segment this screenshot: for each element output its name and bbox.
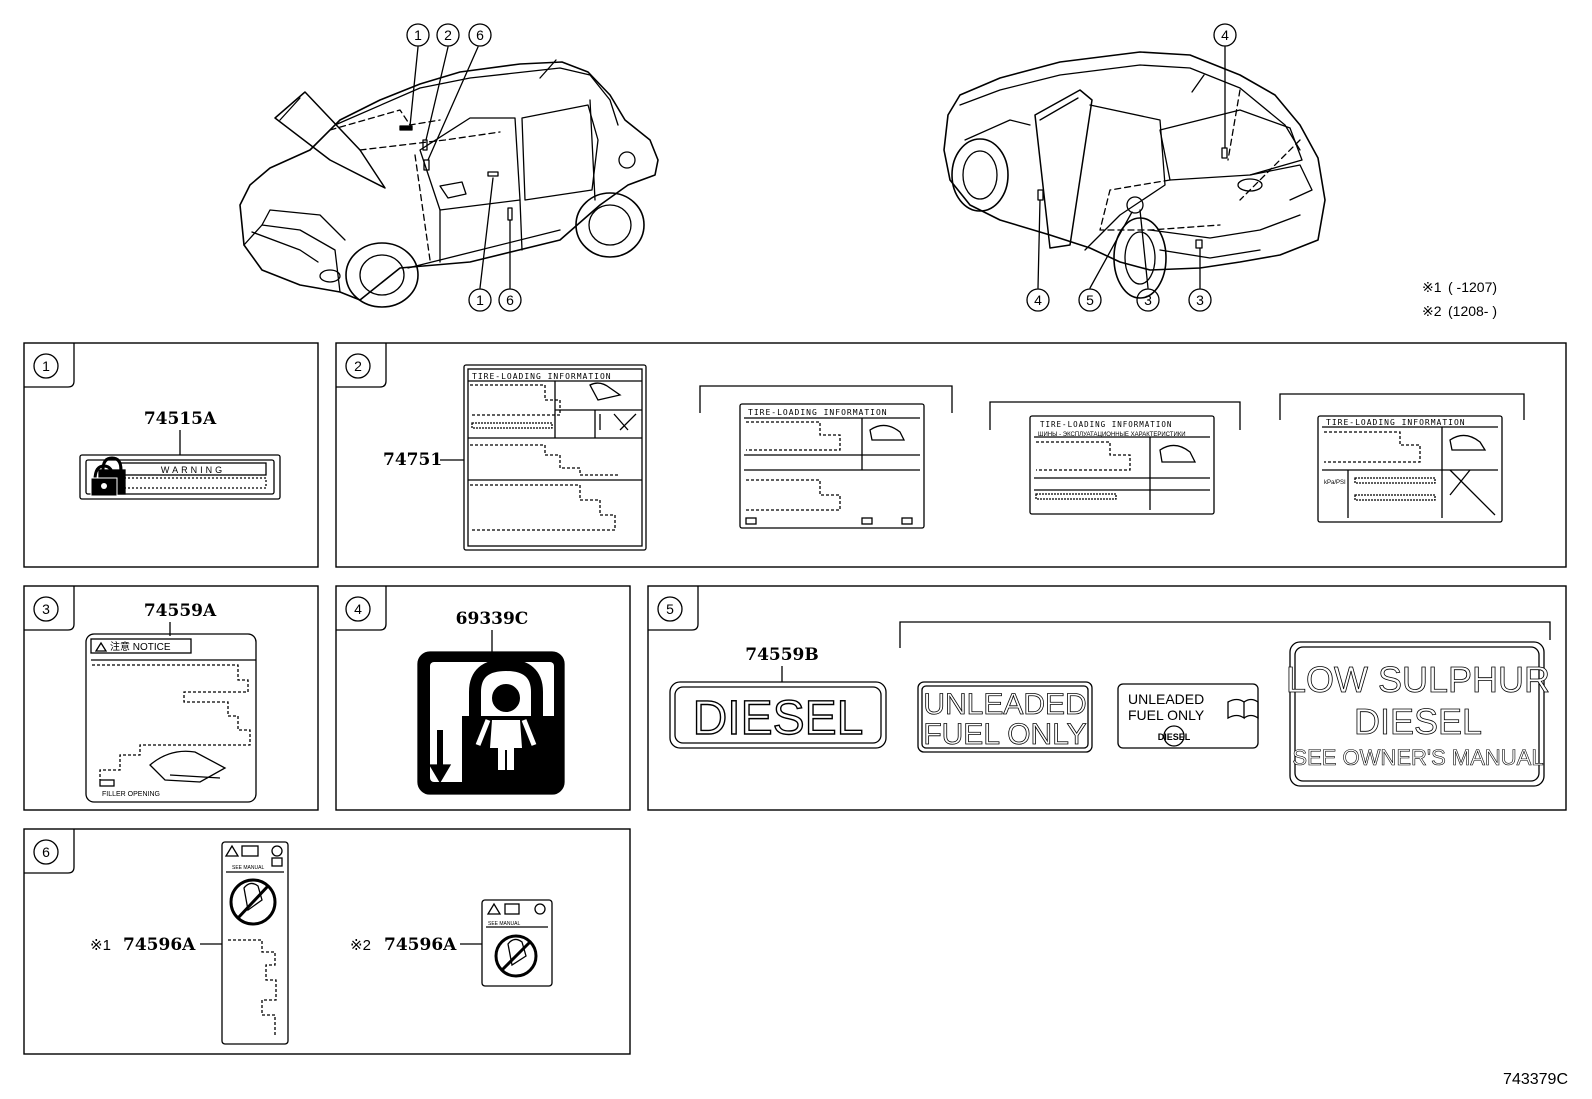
panel-4-number: 4: [354, 601, 362, 617]
unleaded-small-diesel: DIESEL: [1158, 732, 1191, 742]
panel-1-number: 1: [42, 358, 50, 374]
panel-5-frame: [647, 585, 1567, 811]
warning-sticker-text: WARNING: [161, 465, 225, 475]
panel-6-frame: [23, 828, 631, 1055]
low-sulphur-line1: LOW SULPHUR: [1286, 659, 1550, 700]
low-sulphur-line3: SEE OWNER'S MANUAL: [1292, 745, 1543, 770]
diagram-id: 743379C: [1503, 1071, 1568, 1088]
rear-view-callouts: [1026, 23, 1237, 312]
panel-3-number: 3: [42, 601, 50, 617]
panel-1-part-number: 74515A: [144, 409, 217, 429]
callout-4b: [1026, 288, 1050, 312]
panel-6-mark-2: ※2: [350, 937, 371, 954]
fuel-notice-title: 注意 NOTICE: [110, 640, 171, 653]
airbag-tall-see-manual: SEE MANUAL: [232, 865, 264, 871]
airbag-warning-tall-label: [221, 841, 289, 1045]
unleaded-label-line2: FUEL ONLY: [923, 718, 1086, 751]
callout-3b-text: 3: [1196, 292, 1204, 308]
callout-1a: [406, 23, 430, 47]
panel-2-part-number: 74751: [383, 450, 442, 470]
front-view-callouts: [406, 23, 522, 312]
panel-6-part-number-1: 74596A: [123, 935, 196, 955]
fuel-notice-filler-text: FILLER OPENING: [102, 791, 160, 798]
callout-1b-text: 1: [476, 292, 484, 308]
callout-2a: [436, 23, 460, 47]
callout-6a: [468, 23, 492, 47]
panel-5-part-number: 74559B: [745, 645, 819, 665]
legend-mark-1: ※1: [1422, 279, 1442, 295]
low-sulphur-label: [1289, 641, 1545, 787]
panel-3-part-number: 74559A: [144, 601, 217, 621]
tire-label-alt-1-title: TIRE-LOADING INFORMATION: [748, 408, 888, 417]
panel-2-number: 2: [354, 358, 362, 374]
legend-mark-2: ※2: [1422, 303, 1442, 319]
panel-6-number: 6: [42, 844, 50, 860]
tire-label-main: [463, 364, 647, 551]
diesel-label-text: DIESEL: [693, 692, 864, 745]
diesel-label: [669, 681, 887, 749]
tire-label-alt-2-title: TIRE-LOADING INFORMATION: [1040, 420, 1172, 429]
fuel-notice-label: [85, 633, 257, 803]
panel-6-part-number-2: 74596A: [384, 935, 457, 955]
legend-range-1: ( -1207): [1448, 279, 1497, 295]
tire-label-alt-1: [739, 403, 925, 529]
panel-3-frame: [23, 585, 319, 811]
callout-5a: [1078, 288, 1102, 312]
callout-4a-text: 4: [1221, 27, 1229, 43]
unleaded-label-line1: UNLEADED: [923, 688, 1086, 721]
panel-2-frame: [335, 342, 1567, 568]
callout-4a: [1213, 23, 1237, 47]
callout-2a-text: 2: [444, 27, 452, 43]
unleaded-small-line2: FUEL ONLY: [1128, 707, 1205, 723]
callout-1a-text: 1: [414, 27, 422, 43]
callout-4b-text: 4: [1034, 292, 1042, 308]
unleaded-small-label: [1117, 683, 1259, 749]
panel-frames: [23, 342, 1567, 1055]
panel-1-frame: [23, 342, 319, 568]
tire-label-alt-3-kpa: kPa/PSI: [1324, 480, 1346, 486]
panel-6-mark-1: ※1: [90, 937, 111, 954]
tire-label-alt-2: [1029, 415, 1215, 515]
low-sulphur-line2: DIESEL: [1354, 701, 1482, 742]
warning-sticker: [79, 454, 281, 500]
callout-6b-text: 6: [506, 292, 514, 308]
callout-6a-text: 6: [476, 27, 484, 43]
rear-car-illustration: [943, 46, 1326, 299]
callout-6b: [498, 288, 522, 312]
panel-5-number: 5: [666, 601, 674, 617]
unleaded-label: [917, 681, 1093, 753]
tire-label-alt-3: [1317, 415, 1503, 523]
legend-range-2: (1208- ): [1448, 303, 1497, 319]
lock-icon: [90, 456, 126, 497]
unleaded-small-line1: UNLEADED: [1128, 691, 1204, 707]
callout-5a-text: 5: [1086, 292, 1094, 308]
tire-label-alt-2-title-ru: ШИНЫ - ЭКСПЛУАТАЦИОННЫЕ ХАРАКТЕРИСТИКИ: [1038, 432, 1186, 438]
panel-4-part-number: 69339C: [456, 609, 529, 629]
callout-3a: [1136, 288, 1160, 312]
tire-label-alt-3-title: TIRE-LOADING INFORMATION: [1326, 418, 1466, 427]
child-lock-icon: [417, 651, 565, 795]
tire-label-main-title: TIRE-LOADING INFORMATION: [472, 372, 612, 381]
callout-3a-text: 3: [1144, 292, 1152, 308]
callout-1b: [468, 288, 492, 312]
callout-3b: [1188, 288, 1212, 312]
airbag-small-see-manual: SEE MANUAL: [488, 921, 520, 927]
airbag-warning-small-label: [481, 899, 553, 987]
panel-number-tabs: [24, 343, 699, 874]
panel-4-frame: [335, 585, 631, 811]
front-car-illustration: [239, 46, 659, 308]
